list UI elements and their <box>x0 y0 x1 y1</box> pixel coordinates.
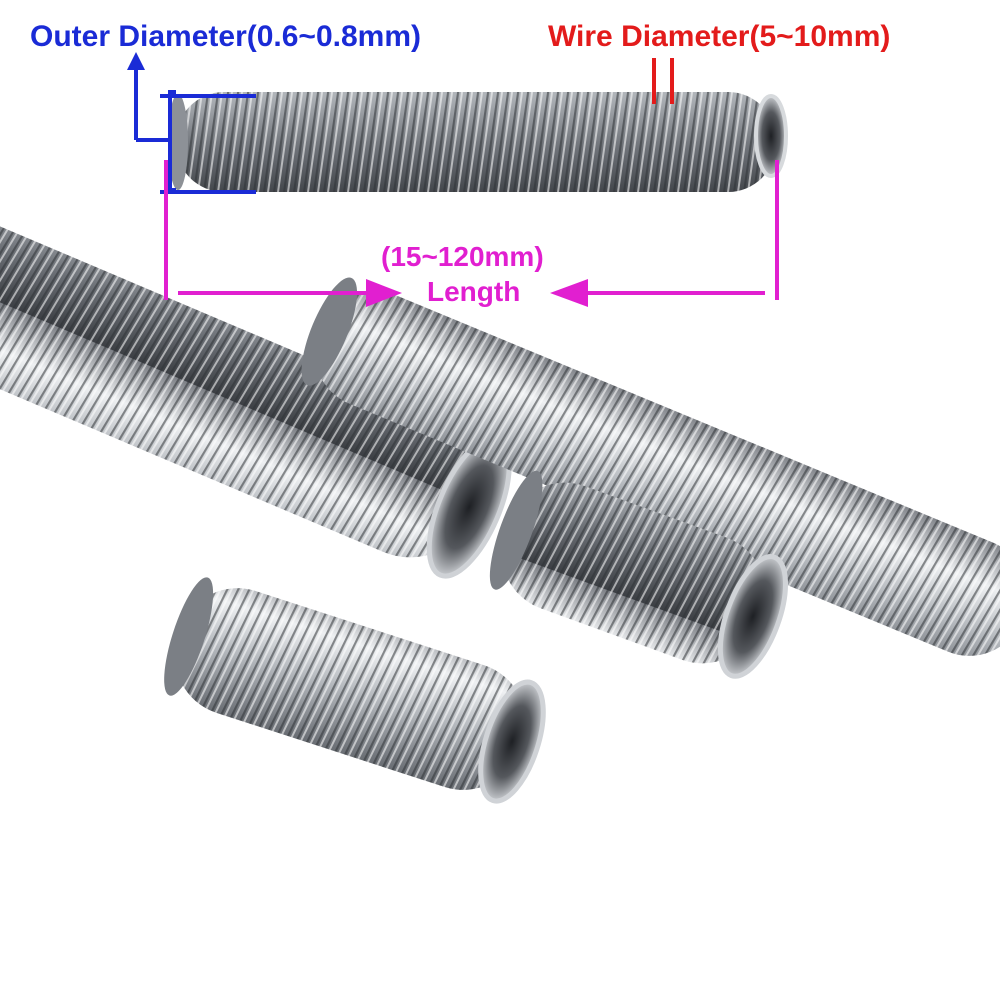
length-range-label: (15~120mm) <box>381 241 544 272</box>
long-spring-right <box>301 277 1000 656</box>
up-arrow-icon <box>127 52 145 70</box>
large-spring-left <box>0 220 512 579</box>
short-spring-middle <box>489 470 789 679</box>
wire-diameter-label: Wire Diameter(5~10mm) <box>548 20 891 53</box>
outer-diameter-label: Outer Diameter(0.6~0.8mm) <box>30 20 421 53</box>
length-marker <box>164 160 779 300</box>
left-arrow-icon <box>550 279 588 307</box>
wire-diameter-marker <box>652 58 674 104</box>
top-spring <box>168 92 788 192</box>
right-arrow-icon <box>366 279 402 307</box>
short-spring-bottom <box>164 577 546 804</box>
length-label: Length <box>427 276 521 307</box>
outer-diameter-marker <box>134 62 256 194</box>
